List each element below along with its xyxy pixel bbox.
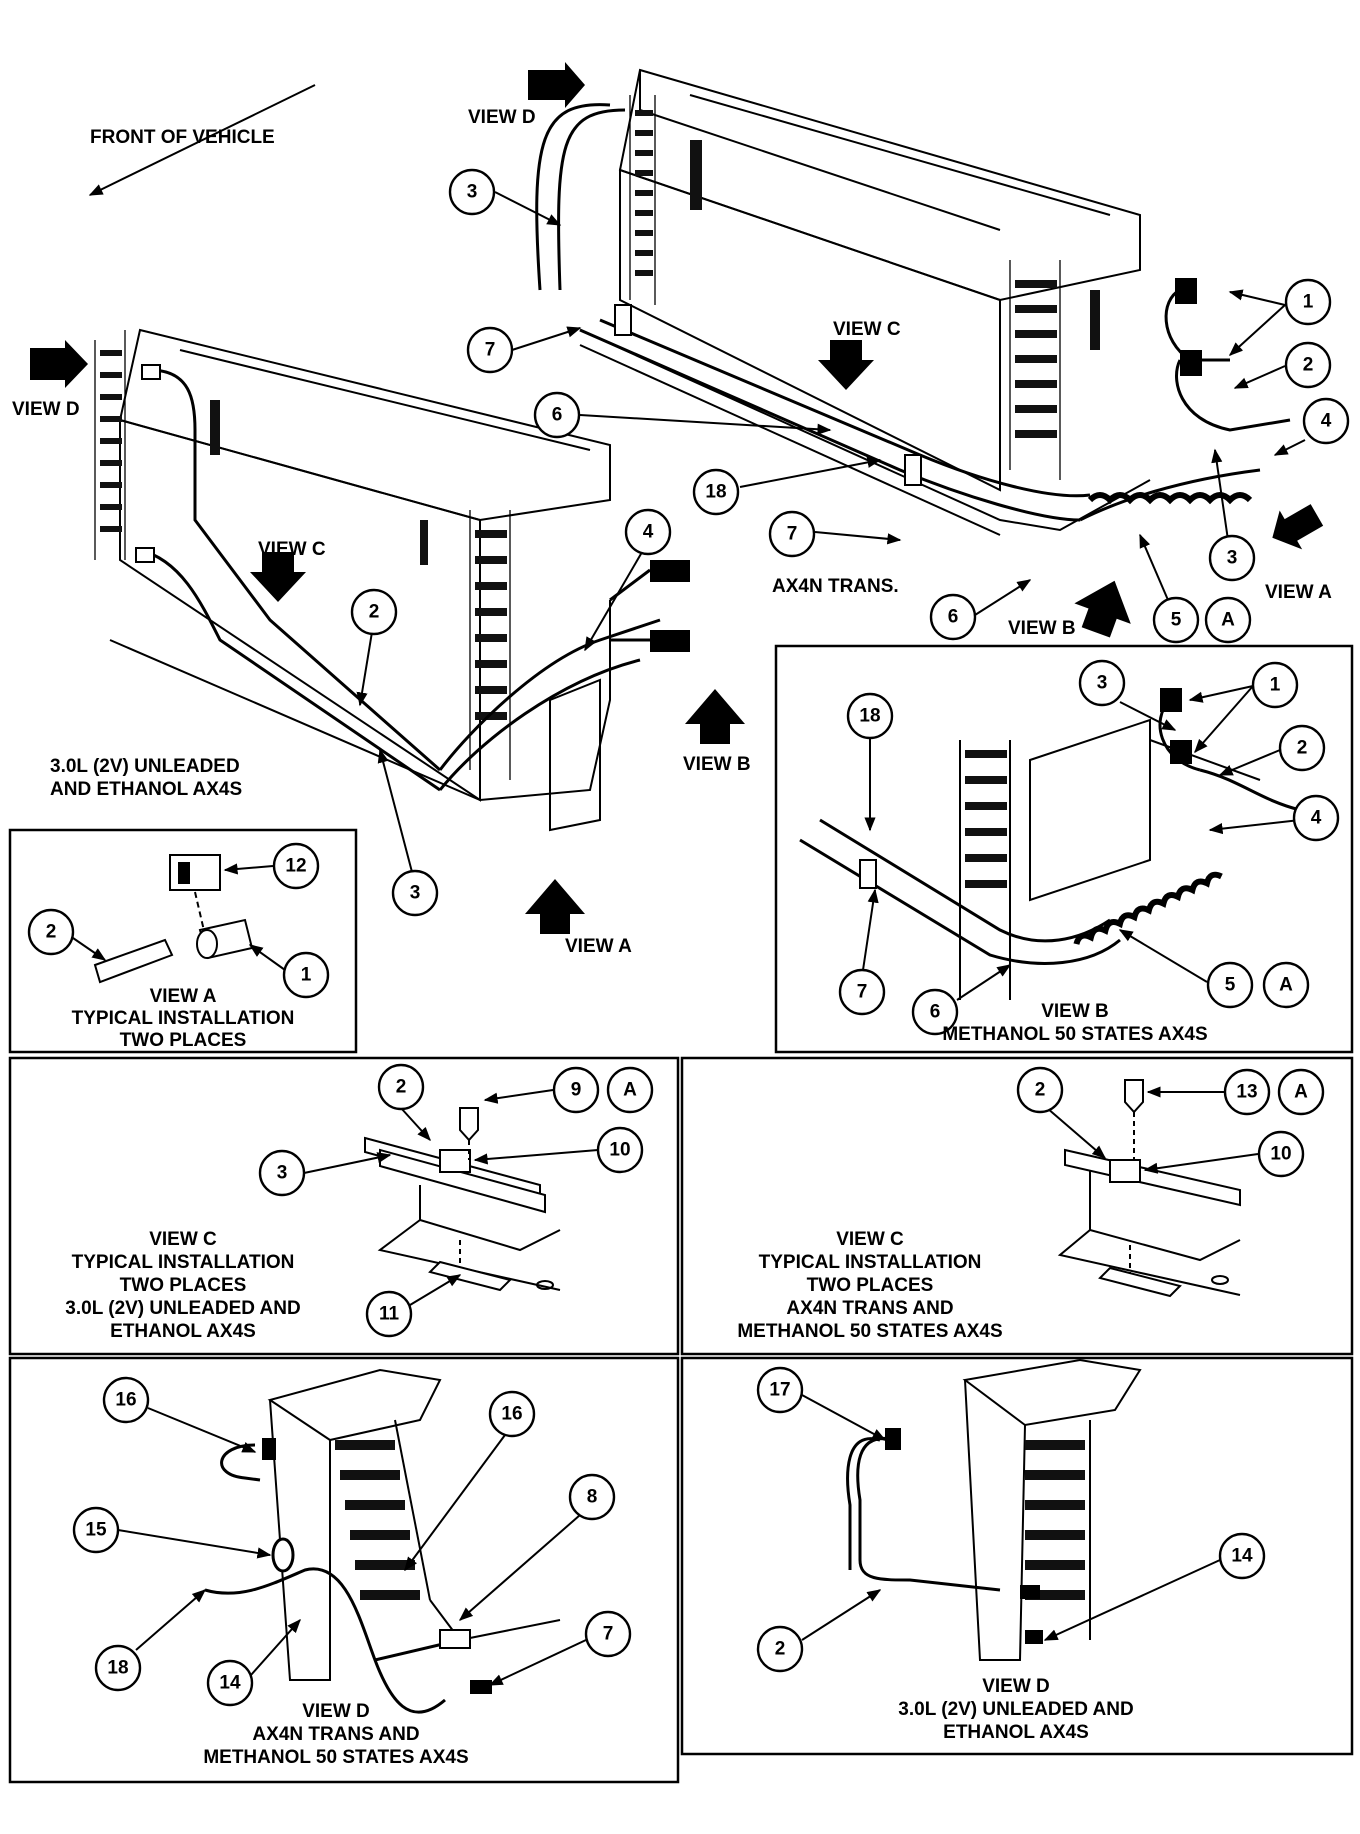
view-a-line-3: TWO PLACES [120, 1030, 247, 1051]
callout-7-vb: 7 [857, 982, 868, 1003]
view-c-left-line-4: 3.0L (2V) UNLEADED AND [65, 1298, 300, 1319]
callout-a-vcr: A [1294, 1082, 1308, 1103]
callout-14-vdr: 14 [1231, 1546, 1253, 1567]
view-c-left-line-5: ETHANOL AX4S [110, 1321, 256, 1342]
right-fins-top [1009, 260, 1061, 480]
callout-3-vb: 3 [1097, 673, 1108, 694]
callout-a-vb: A [1279, 975, 1293, 996]
callout-3-right: 3 [1227, 548, 1238, 569]
callout-9: 9 [571, 1080, 582, 1101]
view-d-right-title: VIEW D [982, 1676, 1050, 1697]
callout-a-top: A [1221, 610, 1235, 631]
ax4n-trans-label: AX4N TRANS. [772, 576, 899, 597]
view-d-left-line-2: AX4N TRANS AND [252, 1724, 419, 1745]
view-a-left-label: VIEW A [565, 936, 632, 957]
front-of-vehicle-indicator: FRONT OF VEHICLE [88, 84, 316, 196]
view-c-left-title: VIEW C [149, 1229, 217, 1250]
callout-2-left: 2 [369, 602, 380, 623]
view-c-right-title: VIEW C [836, 1229, 904, 1250]
callouts-top: 3 7 6 18 7 1 2 4 3 6 5 A 4 2 3 [350, 168, 1350, 917]
panel-view-d-left: 16 16 15 8 18 14 7 VIEW D AX4N TRANS AND… [8, 1356, 680, 1784]
right-fins-left [469, 510, 511, 780]
callout-10-vcl: 10 [609, 1140, 630, 1161]
callout-14-vdl: 14 [219, 1673, 241, 1694]
callout-11: 11 [379, 1304, 400, 1325]
callout-17: 17 [769, 1380, 790, 1401]
panel-view-c-right: 2 13 A 10 VIEW C TYPICAL INSTALLATION TW… [680, 1056, 1354, 1356]
view-c-right-line-5: METHANOL 50 STATES AX4S [737, 1321, 1002, 1342]
callout-10-vcr: 10 [1270, 1144, 1291, 1165]
left-fins-left [94, 330, 126, 560]
view-c-right-line-4: AX4N TRANS AND [786, 1298, 953, 1319]
view-a-right-label: VIEW A [1265, 582, 1332, 603]
callout-3-vcl: 3 [277, 1163, 288, 1184]
callout-2-vdr: 2 [775, 1639, 786, 1660]
callout-13: 13 [1236, 1082, 1257, 1103]
view-d-left-label: VIEW D [12, 399, 80, 420]
callout-2-top: 2 [1303, 355, 1314, 376]
callout-16-b: 16 [501, 1404, 522, 1425]
panel-view-d-right: 17 14 2 VIEW D 3.0L (2V) UNLEADED AND ET… [680, 1356, 1354, 1756]
callout-4-top: 4 [1321, 411, 1332, 432]
front-of-vehicle-label: FRONT OF VEHICLE [90, 127, 275, 148]
callout-1-va: 1 [301, 965, 312, 986]
view-c-left-line-2: TYPICAL INSTALLATION [72, 1252, 295, 1273]
view-c-left-label: VIEW C [258, 539, 326, 560]
callout-1-top: 1 [1303, 292, 1314, 313]
callout-18-top: 18 [705, 482, 726, 503]
view-c-right-line-3: TWO PLACES [807, 1275, 934, 1296]
callout-15: 15 [85, 1520, 107, 1541]
callout-4-left: 4 [643, 522, 654, 543]
view-c-left-line-3: TWO PLACES [120, 1275, 247, 1296]
view-arrows [30, 62, 1324, 934]
callout-6-bottom: 6 [948, 607, 959, 628]
view-d-left-title: VIEW D [302, 1701, 370, 1722]
view-a-line-2: TYPICAL INSTALLATION [72, 1008, 295, 1029]
view-b-left-label: VIEW B [683, 754, 751, 775]
view-b-top-label: VIEW B [1008, 618, 1076, 639]
view-d-right-line-3: ETHANOL AX4S [943, 1722, 1089, 1743]
callout-2-vcl: 2 [396, 1077, 407, 1098]
callout-7-top: 7 [485, 340, 496, 361]
callout-2-vb: 2 [1297, 738, 1308, 759]
callout-7-vd: 7 [603, 1624, 614, 1645]
unleaded-label-2: AND ETHANOL AX4S [50, 779, 242, 800]
callout-6-vb: 6 [930, 1002, 941, 1023]
view-d-right-line-2: 3.0L (2V) UNLEADED AND [898, 1699, 1133, 1720]
view-a-title: VIEW A [150, 986, 217, 1007]
view-c-top-label: VIEW C [833, 319, 901, 340]
callout-2-va: 2 [46, 922, 57, 943]
callout-8: 8 [587, 1487, 598, 1508]
radiator-assembly-top [535, 68, 1291, 536]
callout-3-top: 3 [467, 182, 478, 203]
view-b-line-2: METHANOL 50 STATES AX4S [942, 1024, 1207, 1045]
callout-6-top: 6 [552, 405, 563, 426]
callout-5-vb: 5 [1225, 975, 1236, 996]
left-fins-top [629, 95, 656, 305]
callout-12: 12 [285, 856, 306, 877]
callout-7-mid: 7 [787, 524, 798, 545]
panel-view-c-left: 2 9 A 10 3 11 VIEW C TYPICAL INSTALLATIO… [8, 1056, 680, 1356]
radiator-assembly-left [94, 328, 690, 832]
callout-4-vb: 4 [1311, 808, 1322, 829]
callout-a-vcl: A [623, 1080, 637, 1101]
callout-5-top: 5 [1171, 610, 1182, 631]
callout-2-vcr: 2 [1035, 1080, 1046, 1101]
callout-16-a: 16 [115, 1390, 136, 1411]
unleaded-label-1: 3.0L (2V) UNLEADED [50, 756, 240, 777]
callout-18-vd: 18 [107, 1658, 128, 1679]
panel-view-a: 12 2 1 VIEW A TYPICAL INSTALLATION TWO P… [8, 828, 358, 1054]
callout-3-left: 3 [410, 883, 421, 904]
callout-1-vb: 1 [1270, 675, 1281, 696]
panel-view-b: 18 3 1 2 4 7 6 5 A VIEW B METHANOL 50 ST… [774, 644, 1354, 1054]
view-d-top-label: VIEW D [468, 107, 536, 128]
view-c-right-line-2: TYPICAL INSTALLATION [759, 1252, 982, 1273]
view-b-title: VIEW B [1041, 1001, 1109, 1022]
callout-18-vb: 18 [859, 706, 880, 727]
view-d-left-line-3: METHANOL 50 STATES AX4S [203, 1747, 468, 1768]
